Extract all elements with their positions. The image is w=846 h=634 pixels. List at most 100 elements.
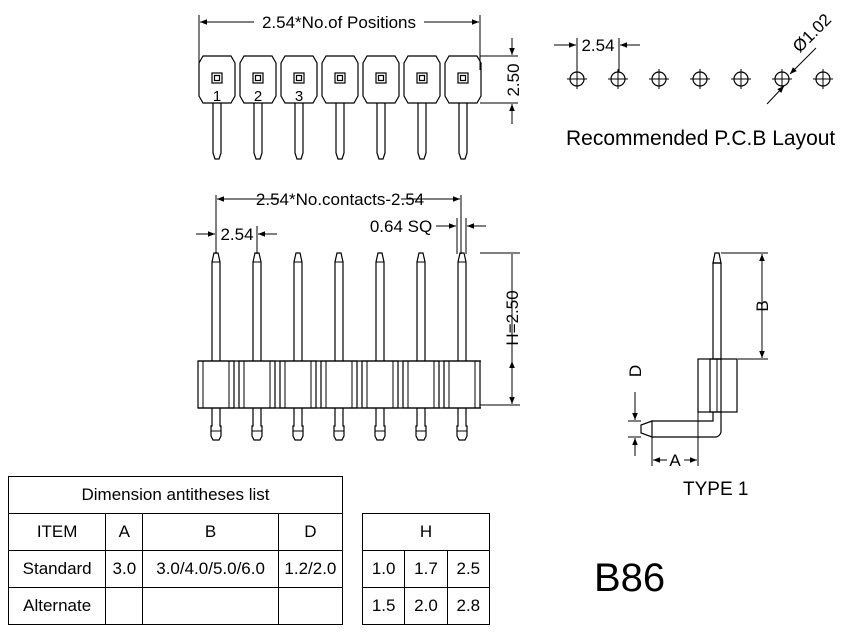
pin-tail xyxy=(212,103,222,160)
housing-segment xyxy=(197,360,235,409)
pin-square-inner xyxy=(213,74,221,82)
side-pitch-label: 2.54 xyxy=(220,225,253,244)
pin-housing xyxy=(239,55,277,104)
part-code: B86 xyxy=(594,556,666,600)
type-title: TYPE 1 xyxy=(683,479,749,500)
pcb-hole xyxy=(813,69,833,89)
pin-square-inner xyxy=(295,74,303,82)
pin-number-1: 1 xyxy=(213,88,221,105)
side-pin xyxy=(320,252,358,441)
table-cell: 2.5 xyxy=(446,550,491,588)
top-pin xyxy=(362,55,400,160)
pcb-layout-title: Recommended P.C.B Layout xyxy=(566,127,836,150)
pin-housing xyxy=(403,55,441,104)
pcb-pitch-label: 2.54 xyxy=(581,36,614,55)
pin-housing xyxy=(198,55,236,104)
header-item: ITEM xyxy=(7,513,107,551)
pin-number-2: 2 xyxy=(254,88,262,105)
pin-square-inner xyxy=(377,74,385,82)
pin-tail xyxy=(458,103,468,160)
pcb-hole xyxy=(567,69,587,89)
header-b: B xyxy=(142,513,279,551)
table-cell: 2.0 xyxy=(404,587,448,625)
table-cell: 1.5 xyxy=(361,587,406,625)
table-cell: 1.2/2.0 xyxy=(277,550,344,588)
housing-segment xyxy=(402,360,440,409)
pin-upper xyxy=(334,252,344,361)
pin-square xyxy=(293,72,305,84)
table-cell xyxy=(105,587,144,625)
pcb-hole-row xyxy=(567,69,833,89)
table-cell xyxy=(277,587,344,625)
pcb-hole xyxy=(731,69,751,89)
pcb-hole xyxy=(772,69,792,89)
pin-tail xyxy=(253,103,263,160)
top-pin xyxy=(198,55,236,160)
housing-segment xyxy=(238,360,276,409)
table-cell: 3.0/4.0/5.0/6.0 xyxy=(142,550,279,588)
table-cell: Alternate xyxy=(7,587,107,625)
pin-lower xyxy=(456,408,468,441)
top-pin xyxy=(239,55,277,160)
pin-tail xyxy=(335,103,345,160)
pcb-hole xyxy=(690,69,710,89)
table-cell: 2.8 xyxy=(446,587,491,625)
pin-lower xyxy=(251,408,263,441)
pin-tail xyxy=(417,103,427,160)
pin-square xyxy=(457,72,469,84)
pin-lower xyxy=(415,408,427,441)
pin-lower xyxy=(374,408,386,441)
side-span-label: 2.54*No.contacts-2.54 xyxy=(256,190,424,209)
h-table: H 1.0 1.7 2.5 1.5 2.0 2.8 xyxy=(361,513,491,625)
side-pin xyxy=(279,252,317,441)
top-pin xyxy=(444,55,482,160)
h-table-title: H xyxy=(362,513,490,551)
pin-square-inner xyxy=(336,74,344,82)
housing-segment xyxy=(361,360,399,409)
type-view: B D A xyxy=(626,252,772,470)
pin-upper xyxy=(252,252,262,361)
top-pin xyxy=(403,55,441,160)
pin-square xyxy=(416,72,428,84)
table-cell: 1.0 xyxy=(361,550,406,588)
top-pin-row xyxy=(198,55,482,160)
pin-number-3: 3 xyxy=(295,88,303,105)
type-d-label: D xyxy=(626,365,645,377)
type-a-label: A xyxy=(669,451,681,470)
pin-upper xyxy=(457,252,467,361)
side-pin xyxy=(402,252,440,441)
table-cell: 1.7 xyxy=(404,550,448,588)
pin-housing xyxy=(362,55,400,104)
pin-square xyxy=(211,72,223,84)
header-d: D xyxy=(277,513,344,551)
table-cell xyxy=(142,587,279,625)
table-cell: 3.0 xyxy=(105,550,144,588)
side-view: 2.54*No.contacts-2.54 2.54 0.64 SQ H=2.5… xyxy=(196,190,522,441)
pin-lower xyxy=(210,408,222,441)
side-pin-row xyxy=(197,252,481,441)
type-b-label: B xyxy=(753,300,772,311)
pin-housing xyxy=(444,55,482,104)
pin-lower xyxy=(333,408,345,441)
top-view: 2.54*No.of Positions 2.50 1 2 3 xyxy=(198,13,523,160)
dimension-table: Dimension antitheses list ITEM A B D Sta… xyxy=(7,476,344,625)
housing-segment xyxy=(320,360,358,409)
pin-square xyxy=(252,72,264,84)
pin-square-inner xyxy=(418,74,426,82)
pin-tail xyxy=(294,103,304,160)
header-a: A xyxy=(105,513,144,551)
dimension-table-title: Dimension antitheses list xyxy=(8,476,343,514)
side-height-label: H=2.50 xyxy=(503,290,522,345)
pcb-hole-label: Ø1.02 xyxy=(789,10,835,56)
table-row: Alternate xyxy=(7,587,344,625)
pin-housing xyxy=(280,55,318,104)
table-cell: Standard xyxy=(7,550,107,588)
table-row: 1.0 1.7 2.5 xyxy=(361,550,491,588)
side-pin xyxy=(443,252,481,441)
top-pin xyxy=(280,55,318,160)
pcb-hole xyxy=(608,69,628,89)
pin-lower xyxy=(292,408,304,441)
pin-square-inner xyxy=(459,74,467,82)
table-row: Standard 3.0 3.0/4.0/5.0/6.0 1.2/2.0 xyxy=(7,550,344,588)
